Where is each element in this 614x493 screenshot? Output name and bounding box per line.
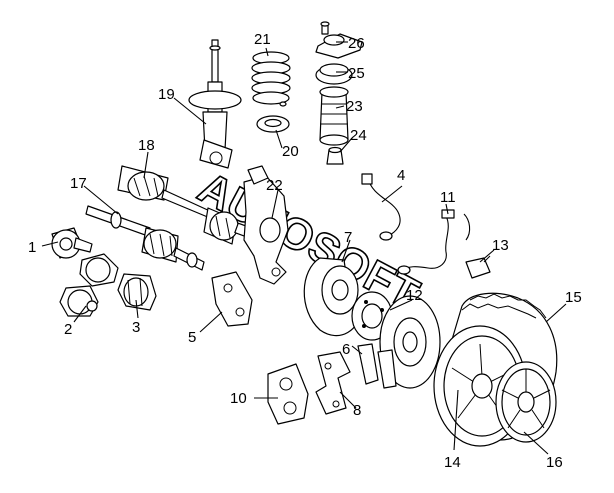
callout-6-brake-pad: 6 xyxy=(342,341,350,358)
abs-sensor xyxy=(397,209,471,275)
callout-20-spring-seat: 20 xyxy=(282,143,299,160)
callout-11-abs-sensor: 11 xyxy=(440,189,456,206)
callout-7-dust-shield: 7 xyxy=(344,229,352,246)
outer-cv-joint xyxy=(51,227,93,259)
callout-19-strut: 19 xyxy=(158,86,175,103)
callout-21-coil-spring: 21 xyxy=(254,31,271,48)
callout-5-bracket: 5 xyxy=(188,329,196,346)
caliper xyxy=(267,363,309,425)
steering-knuckle xyxy=(243,165,289,285)
callout-labels: 1 2 3 4 5 6 7 8 10 11 12 13 14 15 16 17 … xyxy=(28,31,582,471)
callout-4-abs-wire: 4 xyxy=(397,167,405,184)
callout-22-steering-knuckle: 22 xyxy=(266,177,283,194)
boot-parts xyxy=(59,253,157,317)
caliper-bracket xyxy=(315,351,351,415)
wheel-cover xyxy=(495,361,557,443)
callout-8-caliper-bracket: 8 xyxy=(353,402,361,419)
callout-14-wheel: 14 xyxy=(444,454,461,471)
leader-lines xyxy=(41,41,567,455)
strut-mount xyxy=(315,21,363,59)
callout-26-strut-mount: 26 xyxy=(348,35,365,52)
callout-10-caliper: 10 xyxy=(230,390,247,407)
callout-23-dust-boot: 23 xyxy=(346,98,363,115)
brake-pads xyxy=(357,343,397,389)
callout-12-hub: 12 xyxy=(406,287,423,304)
connector xyxy=(465,255,491,279)
callout-1-outer-cv-joint: 1 xyxy=(28,239,36,256)
callout-13-connector: 13 xyxy=(492,237,509,254)
abs-wire xyxy=(361,173,401,241)
coil-spring xyxy=(251,51,291,107)
upper-seat xyxy=(315,63,353,85)
dust-shield xyxy=(303,257,363,337)
callout-18-drive-shaft-assembly: 18 xyxy=(138,137,155,154)
drive-shaft xyxy=(85,205,205,271)
brake-disc xyxy=(379,295,441,389)
callout-17-drive-shaft: 17 xyxy=(70,175,87,192)
drive-shaft-assembly xyxy=(117,165,256,245)
spring-seat xyxy=(256,115,290,133)
callout-16-wheel-cover: 16 xyxy=(546,454,563,471)
callout-2-boot-clamp: 2 xyxy=(64,321,72,338)
bracket xyxy=(211,271,253,327)
callout-24-bump-stop: 24 xyxy=(350,127,367,144)
bump-stop xyxy=(326,146,344,165)
callout-3-bellows-boot: 3 xyxy=(132,319,140,336)
callout-15-tire: 15 xyxy=(565,289,582,306)
callout-25-upper-seat: 25 xyxy=(348,65,365,82)
dust-boot xyxy=(319,86,349,146)
strut-assembly xyxy=(188,39,242,169)
